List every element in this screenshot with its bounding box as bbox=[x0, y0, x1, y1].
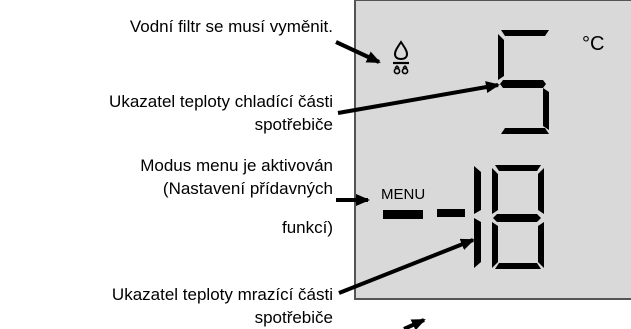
freezer-temp-minus bbox=[437, 209, 465, 217]
unit-label: °C bbox=[582, 33, 604, 55]
arrow-water-filter bbox=[335, 40, 381, 64]
arrow-freezer-temp bbox=[338, 238, 475, 295]
label-freezer-temp-line1: Ukazatel teploty mrazící části bbox=[111, 285, 333, 304]
water-drop-icon bbox=[393, 40, 409, 75]
menu-label: MENU bbox=[381, 186, 425, 203]
freezer-temp-digit-1 bbox=[474, 166, 481, 268]
arrow-bottom bbox=[403, 318, 426, 329]
menu-dash-segment bbox=[383, 210, 423, 219]
label-menu-mode-line2: (Nastavení přídavných bbox=[162, 179, 333, 198]
label-menu-mode-line1: Modus menu je aktivován bbox=[140, 156, 333, 175]
label-fridge-temp-line2: spotřebiče bbox=[254, 115, 333, 134]
arrow-fridge-temp bbox=[337, 81, 500, 115]
label-freezer-temp-line2: spotřebiče bbox=[254, 308, 333, 327]
label-menu-mode-line3: funkcí) bbox=[281, 218, 333, 237]
fridge-temp-digit-5 bbox=[498, 30, 549, 134]
label-fridge-temp-line1: Ukazatel teploty chladící části bbox=[109, 92, 333, 111]
label-water-filter: Vodní filtr se musí vyměnit. bbox=[129, 17, 333, 36]
freezer-temp-digit-8 bbox=[492, 165, 544, 269]
